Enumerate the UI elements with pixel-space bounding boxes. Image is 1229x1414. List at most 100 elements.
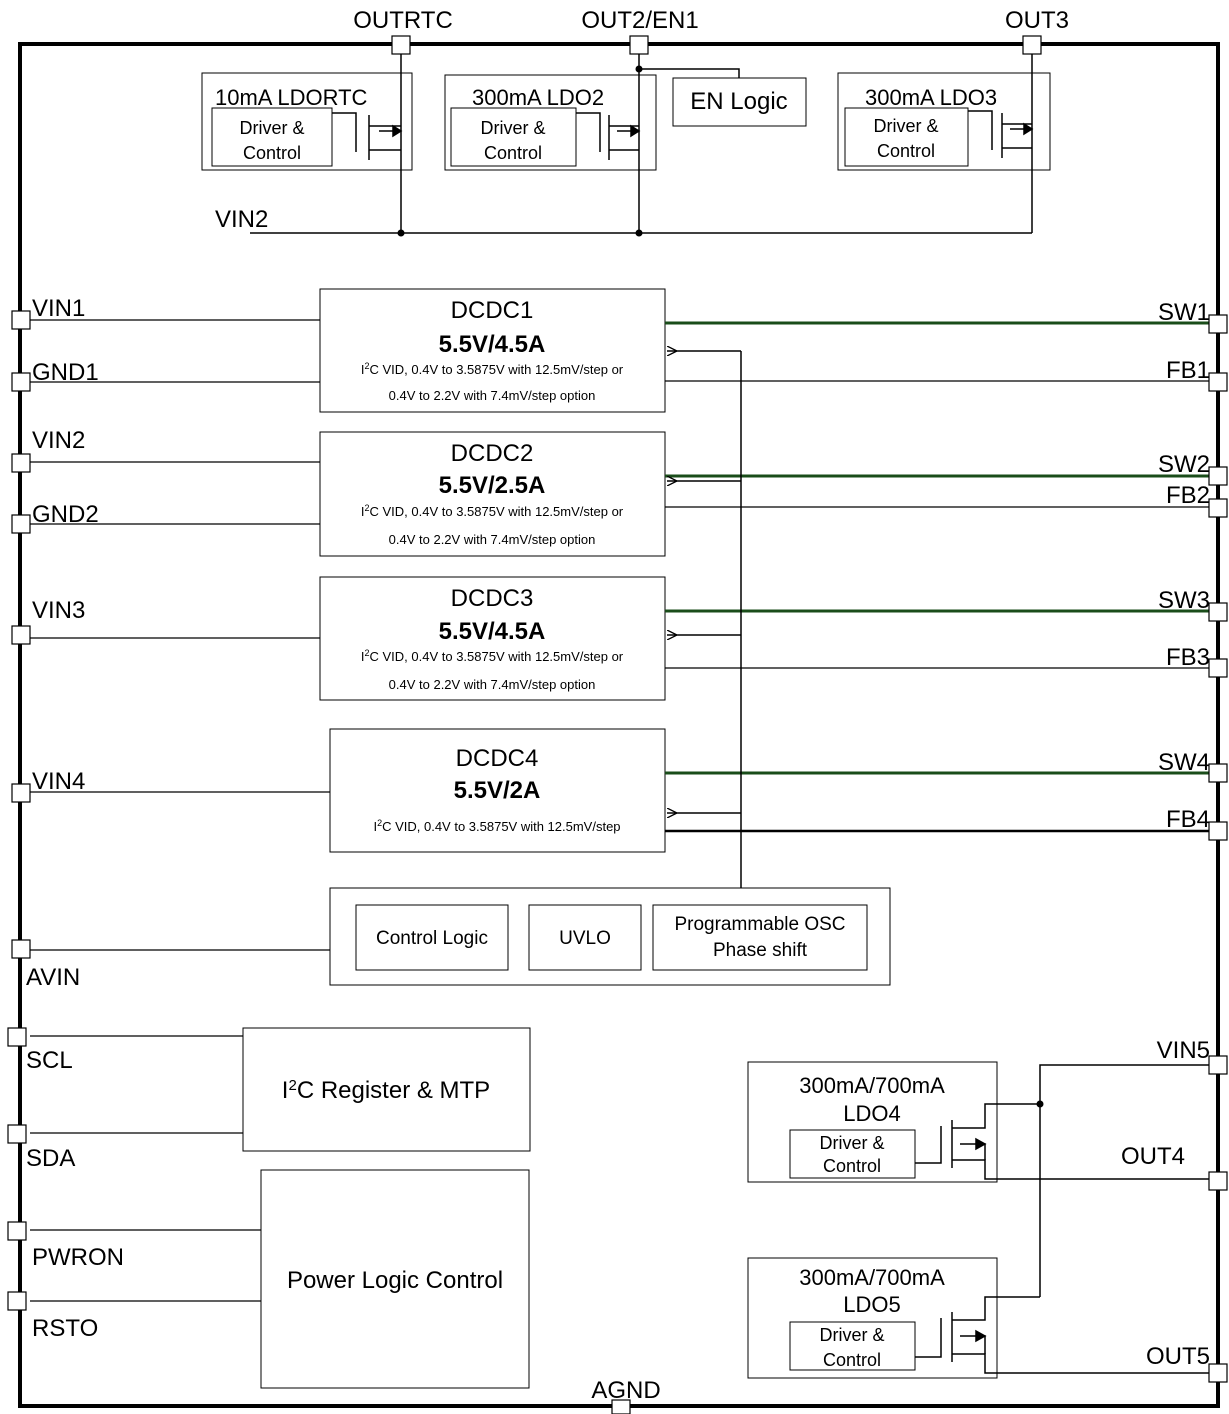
label-out5: OUT5 — [1146, 1343, 1210, 1370]
pin-avin — [11, 939, 31, 959]
fb-wiring — [665, 380, 1215, 833]
dcdc4-block: DCDC4 5.5V/2A I2C VID, 0.4V to 3.5875V w… — [329, 728, 666, 853]
ldo2-driver-1: Driver & — [480, 118, 545, 138]
label-rsto: RSTO — [32, 1315, 98, 1342]
label-vin2: VIN2 — [32, 427, 85, 454]
label-vin3: VIN3 — [32, 597, 85, 624]
label-sw3: SW3 — [1158, 587, 1210, 614]
label-scl: SCL — [26, 1047, 73, 1074]
label-fb4: FB4 — [1166, 806, 1210, 833]
ldo3-driver-2: Control — [877, 141, 935, 161]
pin-gnd2 — [11, 514, 31, 534]
junction-dot — [1036, 1100, 1044, 1108]
control-bus — [667, 351, 742, 888]
pin-out5 — [1208, 1363, 1228, 1383]
pin-fb4 — [1208, 821, 1228, 841]
dcdc3-desc-2: 0.4V to 2.2V with 7.4mV/step option — [389, 677, 596, 692]
ldo4-driver-1: Driver & — [819, 1133, 884, 1153]
left-wiring — [30, 319, 330, 1302]
ldo5-title-2: LDO5 — [843, 1292, 900, 1317]
dcdc3-name: DCDC3 — [451, 585, 534, 612]
pin-pwron — [7, 1221, 27, 1241]
junction-dot — [635, 229, 643, 237]
ldortc-title: 10mA LDORTC — [215, 85, 368, 110]
dcdc1-name: DCDC1 — [451, 297, 534, 324]
dcdc2-desc-1: I2C VID, 0.4V to 3.5875V with 12.5mV/ste… — [361, 503, 624, 519]
control-block: Control Logic UVLO Programmable OSC Phas… — [329, 887, 891, 986]
ldo3-transistor — [968, 110, 1034, 158]
power-logic-block: Power Logic Control — [260, 1169, 530, 1389]
label-out3: OUT3 — [1005, 7, 1069, 34]
label-out4: OUT4 — [1121, 1143, 1185, 1170]
junction-dot — [397, 229, 405, 237]
dcdc1-rating: 5.5V/4.5A — [439, 331, 546, 358]
label-fb3: FB3 — [1166, 644, 1210, 671]
label-sw1: SW1 — [1158, 299, 1210, 326]
pin-gnd1 — [11, 372, 31, 392]
pin-vin4 — [11, 783, 31, 803]
ldo4-title-1: 300mA/700mA — [799, 1073, 945, 1098]
ldortc-transistor — [332, 112, 403, 160]
pin-scl — [7, 1027, 27, 1047]
dcdc4-rating: 5.5V/2A — [454, 777, 541, 804]
pin-sw3 — [1208, 602, 1228, 622]
pin-sda — [7, 1124, 27, 1144]
pin-out3 — [1022, 35, 1042, 55]
label-outrtc: OUTRTC — [353, 7, 453, 34]
dcdc2-name: DCDC2 — [451, 440, 534, 467]
label-vin4: VIN4 — [32, 768, 85, 795]
dcdc1-block: DCDC1 5.5V/4.5A I2C VID, 0.4V to 3.5875V… — [319, 288, 666, 413]
ldo2-block: 300mA LDO2 Driver & Control — [444, 74, 657, 171]
pin-sw4 — [1208, 763, 1228, 783]
dcdc4-name: DCDC4 — [456, 745, 539, 772]
ldo5-driver-1: Driver & — [819, 1325, 884, 1345]
label-sw4: SW4 — [1158, 749, 1210, 776]
label-fb2: FB2 — [1166, 482, 1210, 509]
label-gnd1: GND1 — [32, 359, 99, 386]
right-pins — [1208, 314, 1228, 1383]
dcdc2-rating: 5.5V/2.5A — [439, 472, 546, 499]
ldo3-driver-1: Driver & — [873, 116, 938, 136]
dcdc4-desc-1: I2C VID, 0.4V to 3.5875V with 12.5mV/ste… — [373, 818, 620, 834]
pin-fb3 — [1208, 658, 1228, 678]
left-pins — [7, 310, 31, 1311]
ldo4-block: 300mA/700mA LDO4 Driver & Control — [747, 1061, 1215, 1183]
vin5-wiring — [1039, 1064, 1215, 1297]
ldortc-block: 10mA LDORTC Driver & Control — [201, 72, 413, 171]
ldo3-title: 300mA LDO3 — [865, 85, 997, 110]
label-agnd: AGND — [591, 1377, 660, 1404]
label-avin: AVIN — [26, 964, 80, 991]
dcdc2-block: DCDC2 5.5V/2.5A I2C VID, 0.4V to 3.5875V… — [319, 431, 666, 557]
label-sw2: SW2 — [1158, 451, 1210, 478]
osc-label-1: Programmable OSC — [674, 914, 845, 935]
dcdc1-desc-2: 0.4V to 2.2V with 7.4mV/step option — [389, 388, 596, 403]
ldo4-title-2: LDO4 — [843, 1101, 900, 1126]
pin-fb1 — [1208, 372, 1228, 392]
uvlo-label: UVLO — [559, 928, 611, 949]
label-vin5: VIN5 — [1157, 1037, 1210, 1064]
pin-sw1 — [1208, 314, 1228, 334]
i2c-label: I2C Register & MTP — [282, 1077, 490, 1104]
ldo2-driver-2: Control — [484, 143, 542, 163]
label-vin1: VIN1 — [32, 295, 85, 322]
pin-vin1 — [11, 310, 31, 330]
pin-vin5 — [1208, 1055, 1228, 1075]
label-vin2-top: VIN2 — [215, 206, 268, 233]
pin-rsto — [7, 1291, 27, 1311]
pin-out2en1 — [629, 35, 649, 55]
ldo5-transistor — [915, 1296, 1215, 1374]
label-sda: SDA — [26, 1145, 75, 1172]
junction-dot — [635, 65, 643, 73]
pin-out4 — [1208, 1171, 1228, 1191]
pin-outrtc — [391, 35, 411, 55]
power-logic-label: Power Logic Control — [287, 1267, 503, 1294]
pin-vin2 — [11, 453, 31, 473]
label-gnd2: GND2 — [32, 501, 99, 528]
ldortc-driver-1: Driver & — [239, 118, 304, 138]
label-pwron: PWRON — [32, 1244, 124, 1271]
control-logic-label: Control Logic — [376, 928, 488, 949]
ldo4-transistor — [915, 1103, 1215, 1180]
en-logic-label: EN Logic — [690, 88, 787, 115]
ldo3-block: 300mA LDO3 Driver & Control — [837, 72, 1051, 171]
